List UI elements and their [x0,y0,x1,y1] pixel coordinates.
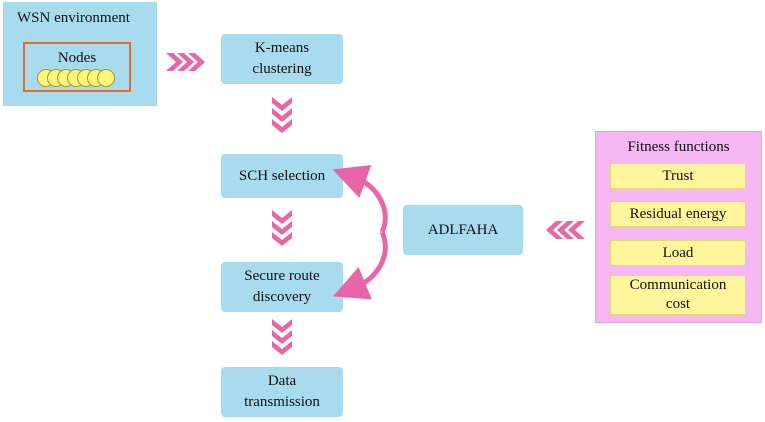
node-icon [97,69,115,87]
adlfaha-box: ADLFAHA [403,205,523,255]
curved-arrow-to-secure-route [332,230,388,300]
chevron-down-arrow [272,210,292,246]
curved-arrow-to-sch-selection [332,164,388,234]
wsn-environment-title: WSN environment [17,10,130,26]
chevron-down-arrow [272,97,292,133]
chevron-left-arrow [546,221,585,239]
sch-selection-box: SCH selection [221,154,343,198]
fitness-item-trust: Trust [610,163,746,189]
fitness-item-communication-cost: Communication cost [610,275,746,315]
fitness-functions-panel: Fitness functions Trust Residual energy … [595,131,762,323]
fitness-functions-title: Fitness functions [627,139,730,155]
nodes-label: Nodes [57,50,97,66]
fitness-item-load: Load [610,240,746,266]
kmeans-clustering-box: K-means clustering [221,34,343,84]
fitness-item-residual-energy: Residual energy [610,201,746,227]
data-transmission-box: Data transmission [221,367,343,417]
secure-route-discovery-box: Secure route discovery [221,262,343,312]
nodes-group: Nodes [23,42,131,92]
chevron-down-arrow [272,319,292,355]
chevron-right-arrow [166,53,205,71]
wsn-environment-panel: WSN environment Nodes [3,2,157,106]
